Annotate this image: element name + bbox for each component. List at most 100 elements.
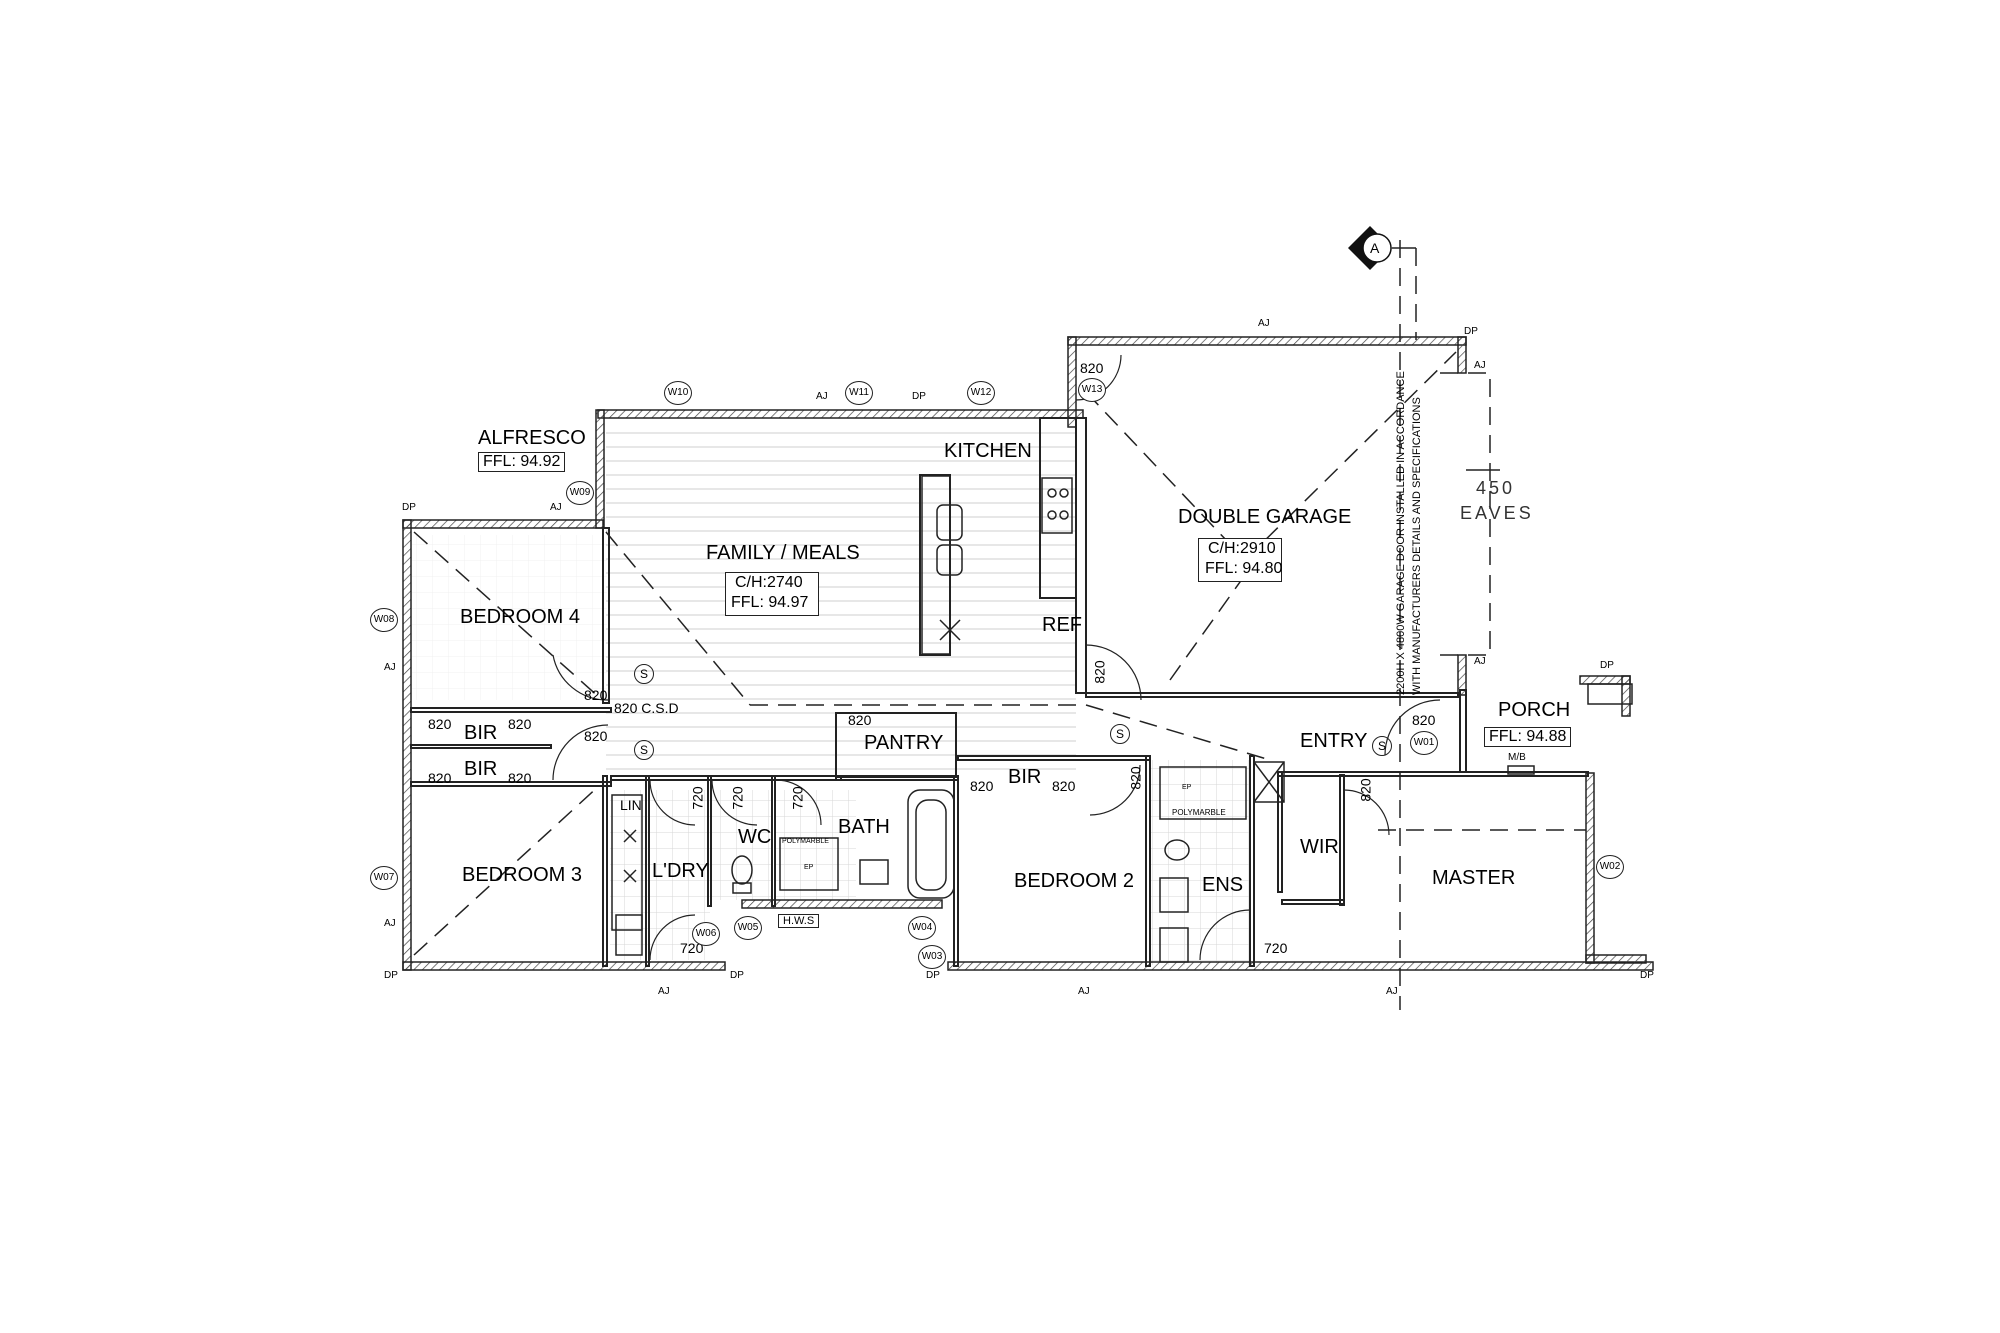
- door-width-wc: 720: [729, 786, 746, 810]
- smoke-alarm-4: S: [1372, 736, 1392, 756]
- dp-bottom-mid-2: DP: [926, 970, 940, 981]
- window-tag-w02: W02: [1596, 855, 1624, 879]
- room-alfresco: ALFRESCO: [478, 427, 586, 449]
- window-tag-w13: W13: [1078, 378, 1106, 402]
- garage-door-note-2: WITH MANUFACTURERS DETAILS AND SPECIFICA…: [1411, 397, 1423, 695]
- dp-porch: DP: [1600, 660, 1614, 671]
- room-entry: ENTRY: [1300, 730, 1368, 752]
- aj-garage-2: AJ: [1474, 656, 1486, 667]
- window-tag-w03: W03: [918, 945, 946, 969]
- room-porch: PORCH: [1498, 699, 1571, 721]
- aj-garage-1: AJ: [1474, 360, 1486, 371]
- hws-label: H.W.S: [778, 914, 820, 928]
- door-width-bir3a: 820: [970, 778, 994, 794]
- door-width-ens: 720: [1264, 940, 1288, 956]
- external-walls: [402, 336, 1654, 971]
- aj-left-2: AJ: [384, 918, 396, 929]
- level-family-box: [725, 572, 819, 616]
- eaves-value: 450: [1476, 478, 1516, 498]
- window-tag-w10: W10: [664, 381, 692, 405]
- window-tag-w08: W08: [370, 608, 398, 632]
- room-wc: WC: [738, 826, 772, 848]
- aj-alfresco: AJ: [550, 502, 562, 513]
- bath-floor: [776, 790, 856, 900]
- smoke-alarm-2: S: [634, 740, 654, 760]
- room-bedroom3: BEDROOM 3: [462, 864, 583, 886]
- kitchen-joinery: [921, 475, 1073, 655]
- room-linen: LIN: [620, 797, 642, 813]
- door-width-lin: 720: [689, 786, 706, 810]
- door-width-bed2: 820: [1127, 766, 1144, 790]
- door-width-bath: 720: [789, 786, 806, 810]
- room-bir-3: BIR: [1008, 766, 1042, 788]
- room-pantry: PANTRY: [864, 732, 944, 754]
- ep-ens: EP: [1182, 784, 1192, 791]
- room-bir-1: BIR: [464, 722, 498, 744]
- door-width-garage-ref: 820: [1091, 660, 1108, 684]
- polymarble-bath: POLYMARBLE: [782, 838, 829, 845]
- level-garage-box: [1198, 538, 1282, 582]
- aj-top-2: AJ: [1258, 318, 1270, 329]
- internal-walls: [410, 417, 1589, 967]
- smoke-alarm-3: S: [1110, 724, 1130, 744]
- smoke-alarm-1: S: [634, 664, 654, 684]
- door-width-pantry: 820: [848, 712, 872, 728]
- window-tag-w06: W06: [692, 922, 720, 946]
- window-tag-w07: W07: [370, 866, 398, 890]
- dp-garage: DP: [1464, 326, 1478, 337]
- level-family-ffl: FFL: 94.97: [731, 594, 809, 611]
- door-width-master: 820: [1357, 778, 1374, 802]
- dp-bottom-mid-1: DP: [730, 970, 744, 981]
- aj-bottom-3: AJ: [1386, 986, 1398, 997]
- level-garage-ffl: FFL: 94.80: [1205, 560, 1283, 577]
- dp-left: DP: [402, 502, 416, 513]
- aj-bottom-1: AJ: [658, 986, 670, 997]
- room-bedroom4: BEDROOM 4: [460, 606, 581, 628]
- door-width-bir3b: 820: [1052, 778, 1076, 794]
- window-tag-w09: W09: [566, 481, 594, 505]
- door-width-bir1a: 820: [428, 716, 452, 732]
- aj-top-1: AJ: [816, 391, 828, 402]
- mb-label: M/B: [1508, 752, 1526, 763]
- aj-left-1: AJ: [384, 662, 396, 673]
- door-width-csd: 820 C.S.D: [614, 700, 679, 716]
- room-bir-2: BIR: [464, 758, 498, 780]
- window-tag-w11: W11: [845, 381, 873, 405]
- door-width-bir1b: 820: [508, 716, 532, 732]
- room-master: MASTER: [1432, 867, 1516, 889]
- room-laundry: L'DRY: [652, 860, 709, 882]
- window-tag-w12: W12: [967, 381, 995, 405]
- ceiling-lines: [413, 240, 1586, 1010]
- door-width-entry: 820: [1412, 712, 1436, 728]
- level-alfresco-ffl: FFL: 94.92: [478, 452, 566, 472]
- aj-bottom-2: AJ: [1078, 986, 1090, 997]
- ep-bath: EP: [804, 864, 814, 871]
- section-letter-a: A: [1370, 240, 1380, 256]
- fixtures: [611, 683, 1633, 963]
- level-porch-ffl: FFL: 94.88: [1484, 727, 1572, 747]
- room-double-garage: DOUBLE GARAGE: [1178, 506, 1352, 528]
- room-family-meals: FAMILY / MEALS: [706, 542, 860, 564]
- room-ensuite: ENS: [1202, 874, 1244, 896]
- dp-top: DP: [912, 391, 926, 402]
- window-tag-w01: W01: [1410, 731, 1438, 755]
- door-width-bir2a: 820: [428, 770, 452, 786]
- room-bedroom2: BEDROOM 2: [1014, 870, 1135, 892]
- garage-door-note-1: 2200H X 4800W GARAGE DOOR INSTALLED IN A…: [1395, 371, 1407, 695]
- dp-bottom-right: DP: [1640, 970, 1654, 981]
- door-width-bed4: 820: [584, 687, 608, 703]
- room-wir: WIR: [1300, 836, 1339, 858]
- level-family-ch: C/H:2740: [735, 574, 803, 591]
- room-bath: BATH: [838, 816, 890, 838]
- family-floor: [606, 420, 1076, 780]
- room-kitchen: KITCHEN: [944, 440, 1032, 462]
- dp-bottom-left: DP: [384, 970, 398, 981]
- door-width-bed3: 820: [584, 728, 608, 744]
- level-garage-ch: C/H:2910: [1208, 540, 1276, 557]
- door-width-garage-top: 820: [1080, 360, 1104, 376]
- eaves-label: EAVES: [1460, 503, 1534, 523]
- window-tag-w05: W05: [734, 916, 762, 940]
- ensuite-floor: [1150, 760, 1250, 965]
- window-tag-w04: W04: [908, 916, 936, 940]
